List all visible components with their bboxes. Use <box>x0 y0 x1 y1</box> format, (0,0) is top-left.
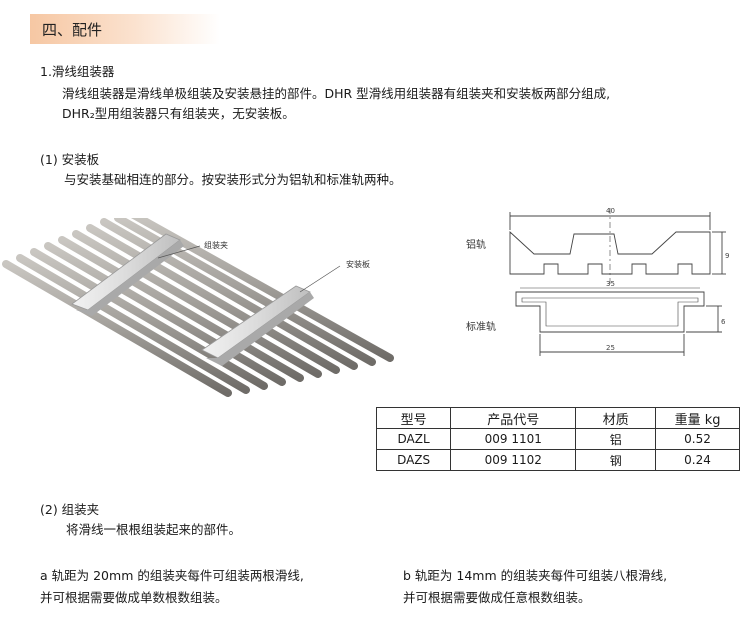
mounting-plate-right-edge <box>206 292 314 366</box>
rail <box>58 236 304 382</box>
note-b-line2: 并可根据需要做成任意根数组装。 <box>403 590 591 605</box>
table-cell: 0.52 <box>655 428 740 450</box>
rail-profile-drawing: 40 9 35 25 6 <box>509 207 729 356</box>
section-header: 四、配件 <box>30 14 220 44</box>
table-cell: 铝 <box>575 428 657 450</box>
assembly-photo <box>2 218 394 397</box>
table-header-row: 型号 产品代号 材质 重量 kg <box>375 407 740 429</box>
dim-alu-width: 40 <box>606 207 615 215</box>
label-standard-rail: 标准轨 <box>466 322 496 333</box>
sub2-desc: 将滑线一根根组装起来的部件。 <box>66 522 242 537</box>
note-a-line1: a 轨距为 20mm 的组装夹每件可组装两根滑线, <box>40 568 304 583</box>
label-aluminum-rail: 铝轨 <box>466 240 486 251</box>
sec1-title: 1.滑线组装器 <box>40 64 115 79</box>
rail <box>2 260 232 397</box>
sub2-title: (2) 组装夹 <box>40 502 100 517</box>
rail <box>72 230 322 378</box>
rails-group <box>2 218 394 397</box>
dim-alu-height: 9 <box>725 252 729 260</box>
standard-rail-profile <box>515 291 705 333</box>
dim-std-height: 6 <box>721 318 726 326</box>
table-row: DAZS 009 1102 钢 0.24 <box>375 449 740 471</box>
table-cell: 009 1101 <box>450 428 577 450</box>
table-cell: 009 1102 <box>450 449 577 471</box>
spec-table: 型号 产品代号 材质 重量 kg DAZL 009 1101 铝 0.52 DA… <box>375 407 740 471</box>
table-row: DAZL 009 1101 铝 0.52 <box>375 428 740 450</box>
rail <box>86 224 340 374</box>
standard-rail-inner <box>521 297 699 327</box>
table-header-cell: 产品代号 <box>450 407 577 429</box>
table-header-cell: 型号 <box>375 407 452 429</box>
rail <box>30 248 268 390</box>
section-title: 四、配件 <box>42 21 103 39</box>
rail <box>44 242 286 386</box>
table-header-cell: 重量 kg <box>655 407 740 429</box>
rail <box>100 218 358 370</box>
table-cell: 0.24 <box>655 449 740 471</box>
note-a-line2: 并可根据需要做成单数根数组装。 <box>40 590 228 605</box>
sec1-desc-line1: 滑线组装器是滑线单极组装及安装悬挂的部件。DHR 型滑线用组装器有组装夹和安装板… <box>62 86 611 101</box>
leader-clip <box>157 245 201 259</box>
table-cell: DAZS <box>375 449 452 471</box>
table-cell: 钢 <box>575 449 657 471</box>
dim-std-bottom: 25 <box>606 344 615 352</box>
sub1-title: (1) 安装板 <box>40 152 100 167</box>
rail <box>16 254 250 394</box>
leader-plate <box>299 265 341 293</box>
sub1-desc: 与安装基础相连的部分。按安装形式分为铝轨和标准轨两种。 <box>64 172 402 187</box>
aluminum-rail-profile <box>509 230 711 275</box>
label-clip: 组装夹 <box>204 241 228 250</box>
mounting-plate-left-edge <box>76 240 184 316</box>
table-header-cell: 材质 <box>575 407 657 429</box>
label-plate: 安装板 <box>346 260 370 269</box>
note-b-line1: b 轨距为 14mm 的组装夹每件可组装八根滑线, <box>403 568 668 583</box>
sec1-desc-line2: DHR₂型用组装器只有组装夹，无安装板。 <box>62 106 295 121</box>
dim-std-top: 35 <box>606 280 615 288</box>
table-cell: DAZL <box>375 428 452 450</box>
